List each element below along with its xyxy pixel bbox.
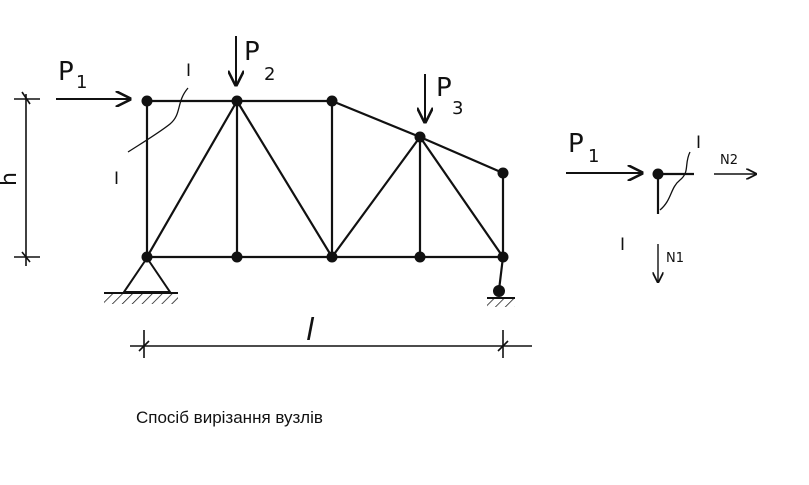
section-line: I I [114,61,191,189]
node-bottom-2 [231,251,243,263]
top-chord-4 [418,135,505,175]
load-p1-subscript: 1 [76,72,87,93]
truss-nodes [141,95,509,263]
load-p2-label: P [244,37,260,67]
node-top-3 [326,95,338,107]
load-p1: P 1 [56,57,130,99]
section-bottom-label: I [114,169,119,189]
load-p3: P 3 [425,73,463,122]
node-section-bottom-label: I [620,235,625,255]
diagonal-3 [330,135,422,259]
height-dimension [14,91,40,266]
diagonal-1 [145,99,239,259]
roller-support [487,285,515,307]
span-label: l [306,313,315,348]
right-post [497,255,505,292]
node-bottom-4 [414,251,426,263]
pinned-support [104,256,178,304]
load-p2-subscript: 2 [264,64,275,85]
node-p1-label: P [568,129,584,159]
truss-members [145,99,505,292]
top-chord-3 [330,99,422,139]
load-p2: P 2 [236,36,275,85]
diagonal-2 [235,99,334,259]
isolated-node: P 1 I I N2 N1 [566,129,756,282]
force-n2-label: N2 [720,153,738,168]
force-n1-label: N1 [666,251,684,266]
node-top-1 [141,95,153,107]
load-p1-label: P [58,57,74,87]
node-top-2 [231,95,243,107]
node-p1-subscript: 1 [588,146,599,167]
figure-caption: Спосіб вирізання вузлів [136,408,323,427]
load-p3-subscript: 3 [452,98,463,119]
node-bottom-3 [326,251,338,263]
section-top-label: I [186,61,191,81]
diagonal-4 [418,135,505,259]
node-top-4 [414,131,426,143]
span-dimension [130,330,532,358]
load-p3-label: P [436,73,452,103]
node-section-top-label: I [696,133,701,153]
node-top-5 [497,167,509,179]
node-bottom-5 [497,251,509,263]
height-label: h [0,172,22,186]
